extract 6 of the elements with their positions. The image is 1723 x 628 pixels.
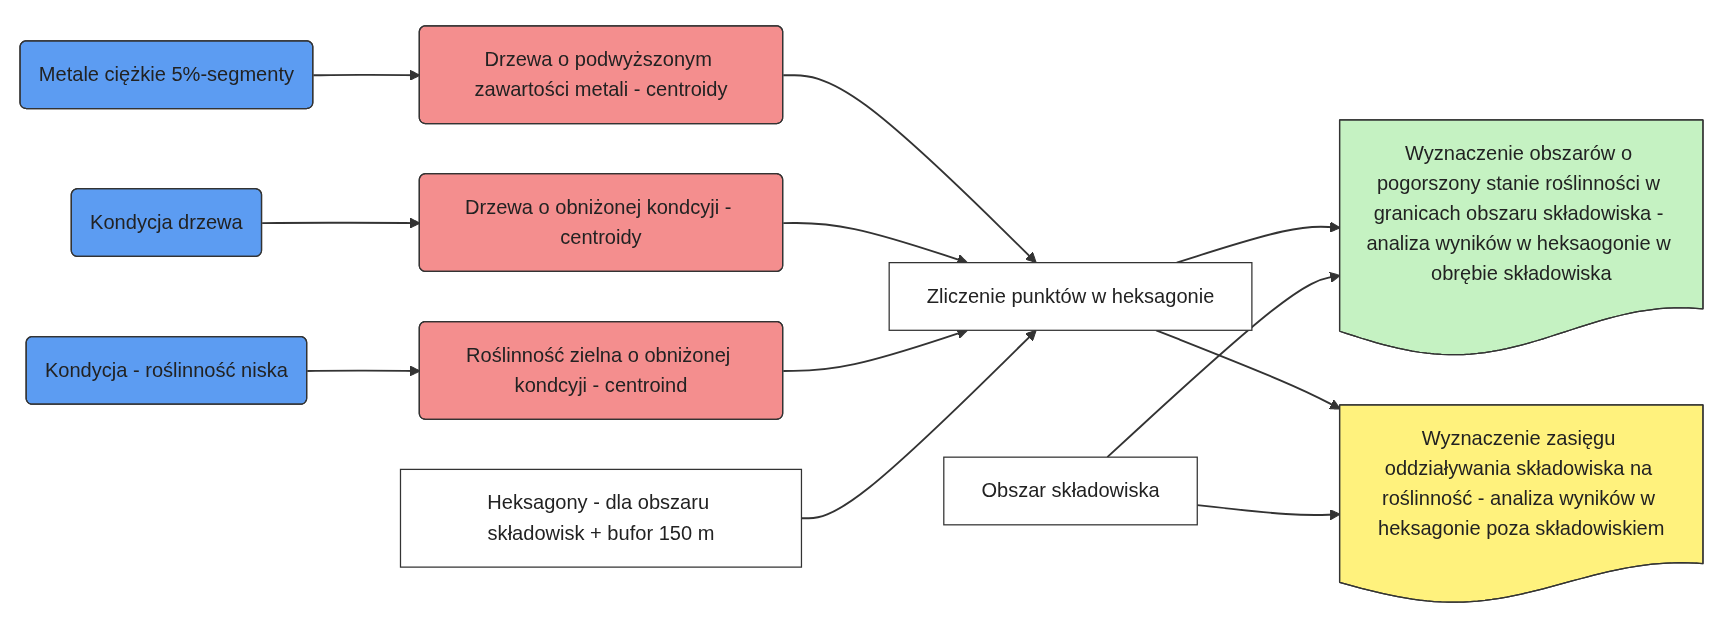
node-box: Heksagony - dla obszaru składowisk + bufor 150 m <box>399 468 803 568</box>
arrow <box>1155 329 1341 410</box>
arrow <box>782 74 1037 264</box>
arrow <box>1106 271 1341 459</box>
node-box: Zliczenie punktów w heksagonie <box>888 262 1253 331</box>
node-box: Obszar składowiska <box>943 456 1198 526</box>
